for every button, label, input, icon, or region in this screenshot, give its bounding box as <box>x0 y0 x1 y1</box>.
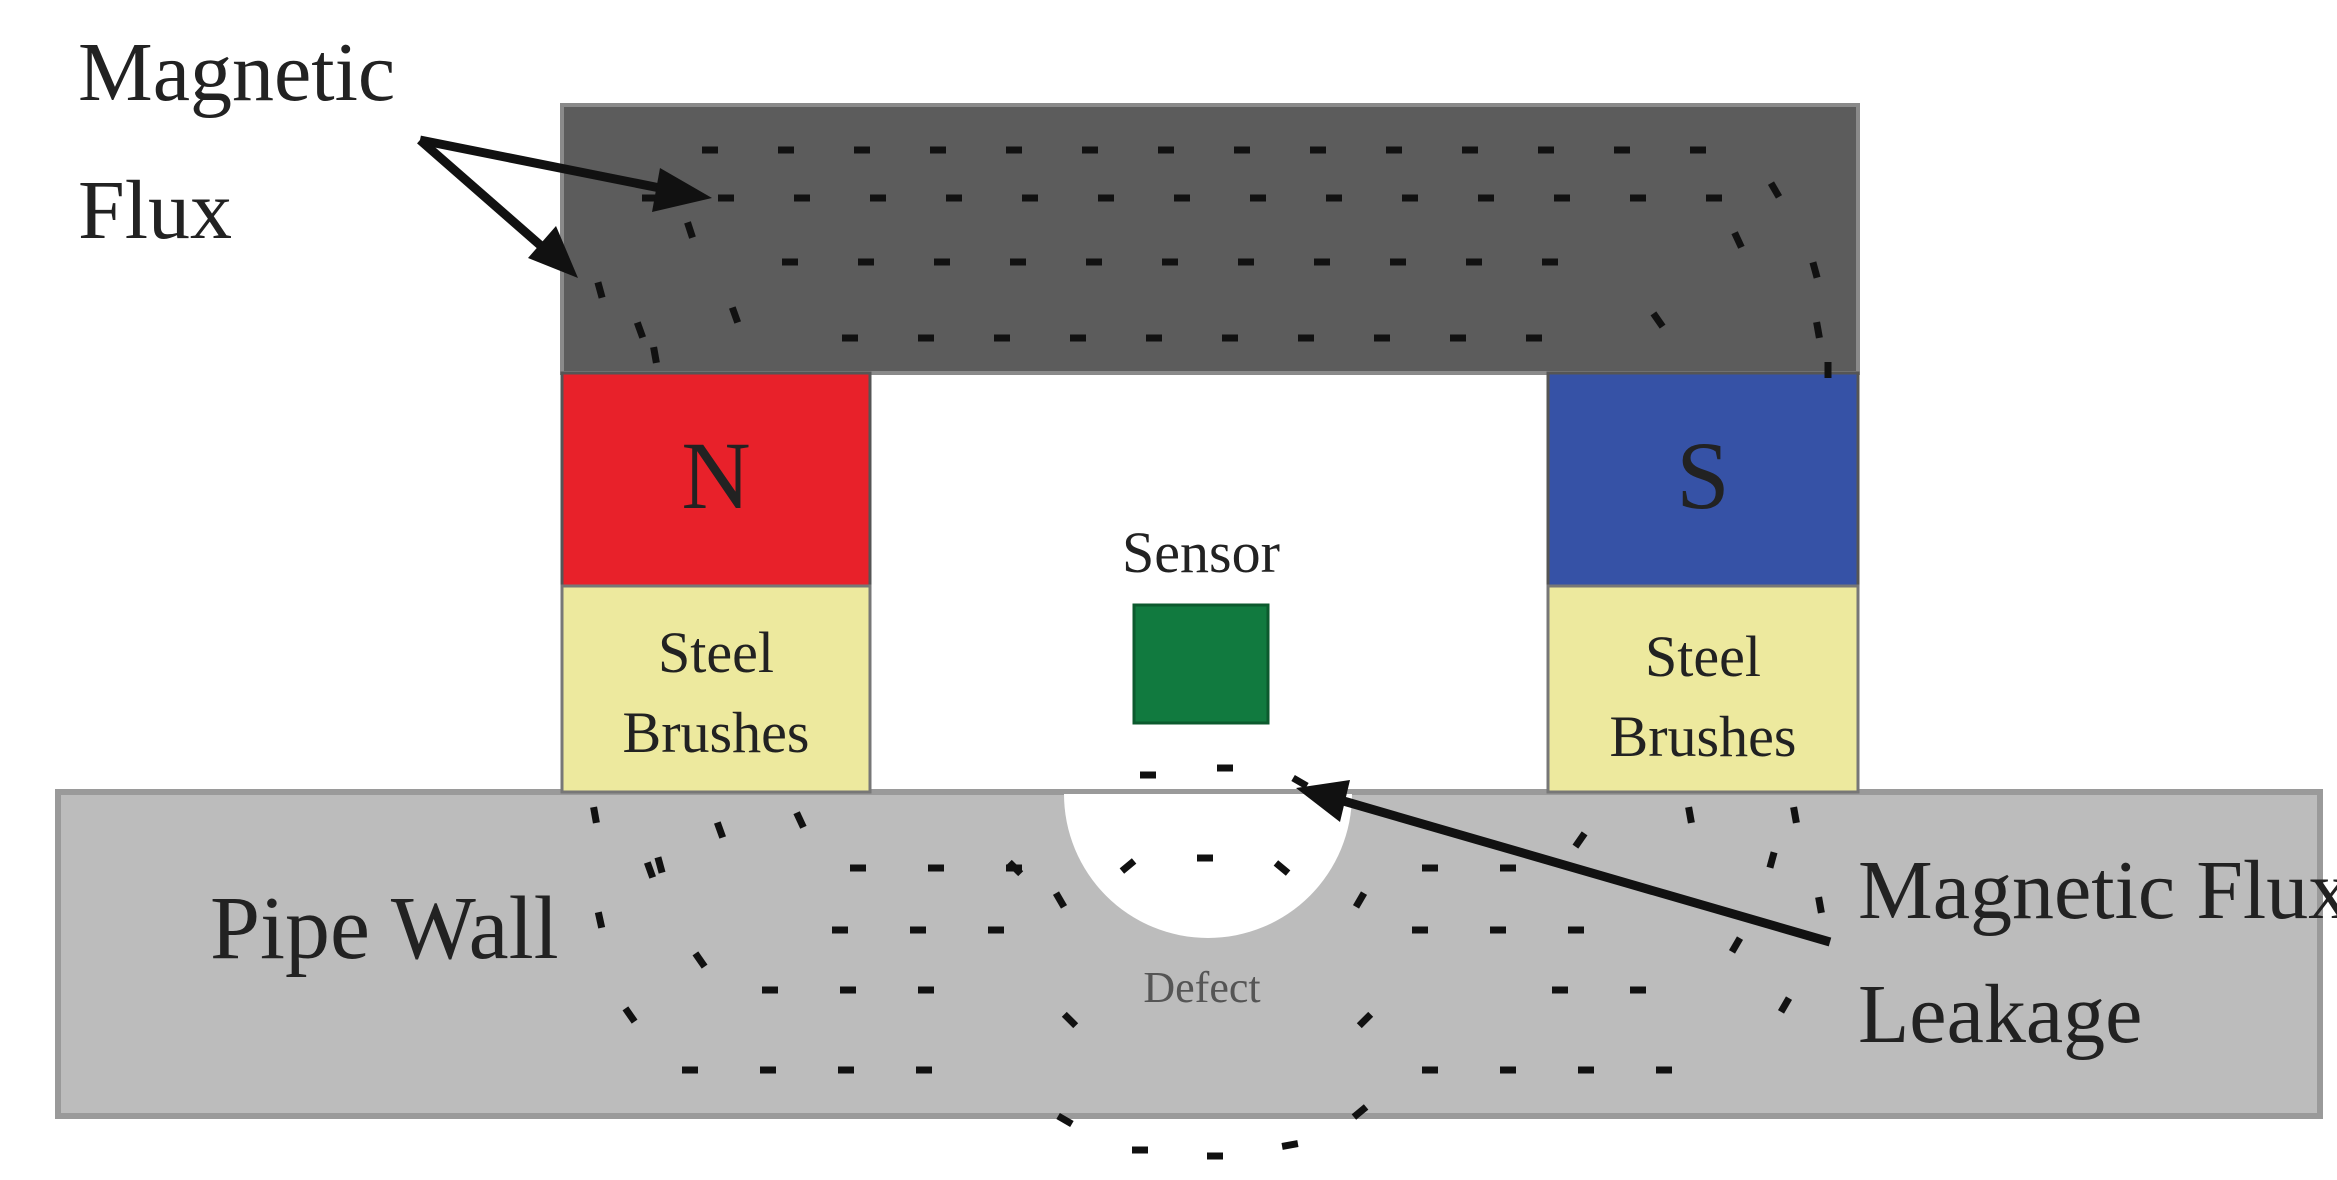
flux-arrow-lower-head <box>528 226 578 278</box>
leakage-label-line2: Leakage <box>1858 968 2142 1061</box>
flux-dash <box>1273 860 1291 876</box>
sensor-label: Sensor <box>1122 520 1280 585</box>
flux-dash <box>684 221 696 239</box>
flux-dash <box>1650 311 1666 329</box>
sensor-block <box>1132 603 1270 725</box>
flux-dash <box>1809 261 1821 279</box>
steel-brushes-left-label-line2: Brushes <box>623 700 810 765</box>
flux-arrow-upper <box>419 135 671 195</box>
flux-dash <box>1766 851 1778 869</box>
flux-dash <box>1728 936 1744 954</box>
flux-dash <box>590 806 600 824</box>
steel-brushes-right <box>1546 584 1860 794</box>
flux-dash <box>1790 806 1800 824</box>
magnetic-flux-label-line2: Flux <box>78 164 232 257</box>
flux-dash <box>692 951 708 969</box>
flux-dash <box>793 811 807 829</box>
steel-brushes-left <box>560 584 872 794</box>
flux-dash <box>729 306 741 324</box>
flux-dash <box>644 861 656 879</box>
steel-brushes-left-label-line1: Steel <box>658 620 774 685</box>
flux-dash <box>1291 774 1309 790</box>
pipe-wall-label: Pipe Wall <box>210 879 559 978</box>
flux-arrow-upper-head <box>652 168 712 212</box>
flux-dash <box>714 821 726 839</box>
flux-dash <box>622 1006 638 1024</box>
leakage-arrow <box>1338 795 1832 947</box>
flux-dash <box>594 911 606 929</box>
flux-dash <box>1572 831 1588 849</box>
flux-dash <box>1006 859 1024 877</box>
steel-brushes-right-label-line2: Brushes <box>1610 704 1797 769</box>
flux-arrows <box>417 135 1832 947</box>
flux-dash <box>1061 1011 1079 1029</box>
flux-dash <box>1052 891 1068 909</box>
defect-cavity <box>1064 794 1352 938</box>
flux-dash <box>1119 858 1137 874</box>
south-pole-magnet <box>1546 371 1860 588</box>
flux-arrow-lower <box>417 136 551 256</box>
flux-dash <box>1731 231 1745 249</box>
flux-dash <box>1351 1104 1369 1120</box>
flux-dash <box>1685 806 1695 824</box>
flux-dash <box>1767 181 1783 199</box>
magnetic-flux-label-line1: Magnetic <box>78 26 395 119</box>
flux-dash <box>654 856 666 874</box>
defect-label: Defect <box>1143 963 1260 1012</box>
flux-dashes <box>590 146 1832 1160</box>
leakage-arrow-head <box>1296 780 1350 822</box>
south-pole-label: S <box>1676 422 1729 529</box>
flux-dash <box>1356 1011 1374 1029</box>
flux-dash <box>1813 321 1823 339</box>
leakage-label-line1: Magnetic Flux <box>1858 844 2337 937</box>
flux-dash <box>1777 996 1793 1014</box>
flux-dash <box>1281 1140 1299 1150</box>
north-pole-label: N <box>681 422 750 529</box>
flux-dash <box>1815 896 1825 914</box>
magnet-yoke <box>560 103 1860 375</box>
flux-dash <box>594 281 606 299</box>
flux-dash <box>650 346 660 364</box>
flux-dash <box>634 321 646 339</box>
flux-dash <box>1352 891 1368 909</box>
flux-dash <box>1056 1112 1074 1128</box>
steel-brushes-right-label-line1: Steel <box>1645 624 1761 689</box>
